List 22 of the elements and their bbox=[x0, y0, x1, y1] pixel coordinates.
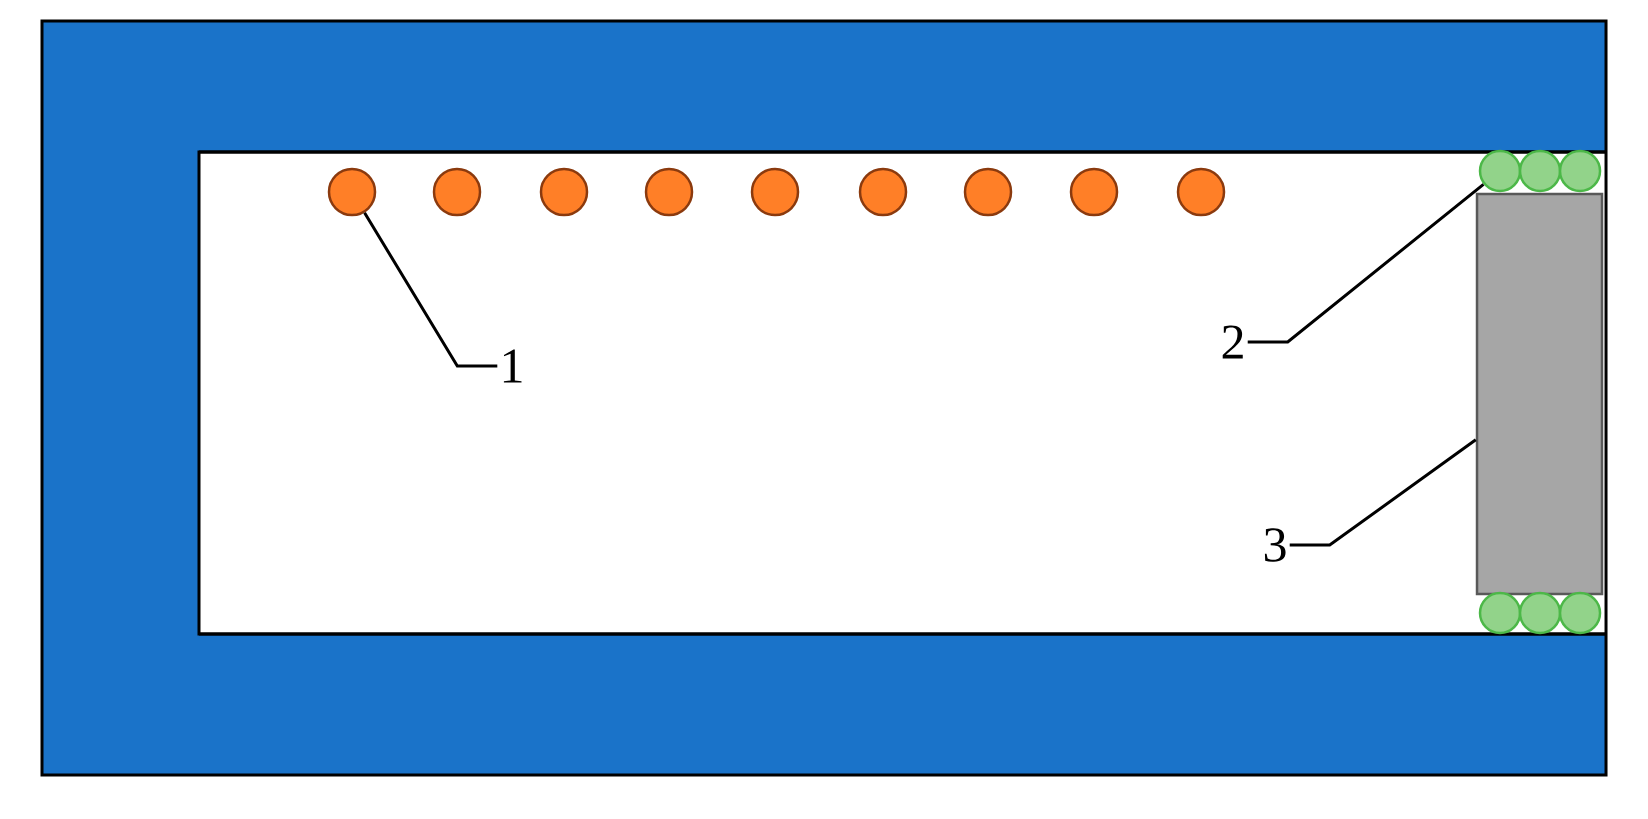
particle-circle bbox=[432, 167, 482, 217]
callout-number: 1 bbox=[503, 349, 522, 383]
particle-circle bbox=[963, 167, 1013, 217]
bead-circle bbox=[1518, 591, 1562, 635]
bead-circle bbox=[1478, 591, 1522, 635]
callout-number: 3 bbox=[1264, 528, 1286, 562]
particle-circle bbox=[1069, 167, 1119, 217]
bead-circle bbox=[1558, 149, 1602, 193]
particle-circle bbox=[1176, 167, 1226, 217]
insert-block bbox=[1475, 192, 1604, 596]
particle-circle bbox=[539, 167, 589, 217]
particle-circle bbox=[327, 167, 377, 217]
particle-circle bbox=[644, 167, 694, 217]
callout-number: 2 bbox=[1222, 325, 1243, 359]
leader-line bbox=[363, 211, 498, 368]
particle-circle bbox=[750, 167, 800, 217]
bead-circle bbox=[1558, 591, 1602, 635]
leader-line bbox=[1247, 183, 1485, 344]
leader-line bbox=[1289, 438, 1477, 547]
particle-circle bbox=[858, 167, 908, 217]
bead-circle bbox=[1518, 149, 1562, 193]
bead-circle bbox=[1478, 149, 1522, 193]
